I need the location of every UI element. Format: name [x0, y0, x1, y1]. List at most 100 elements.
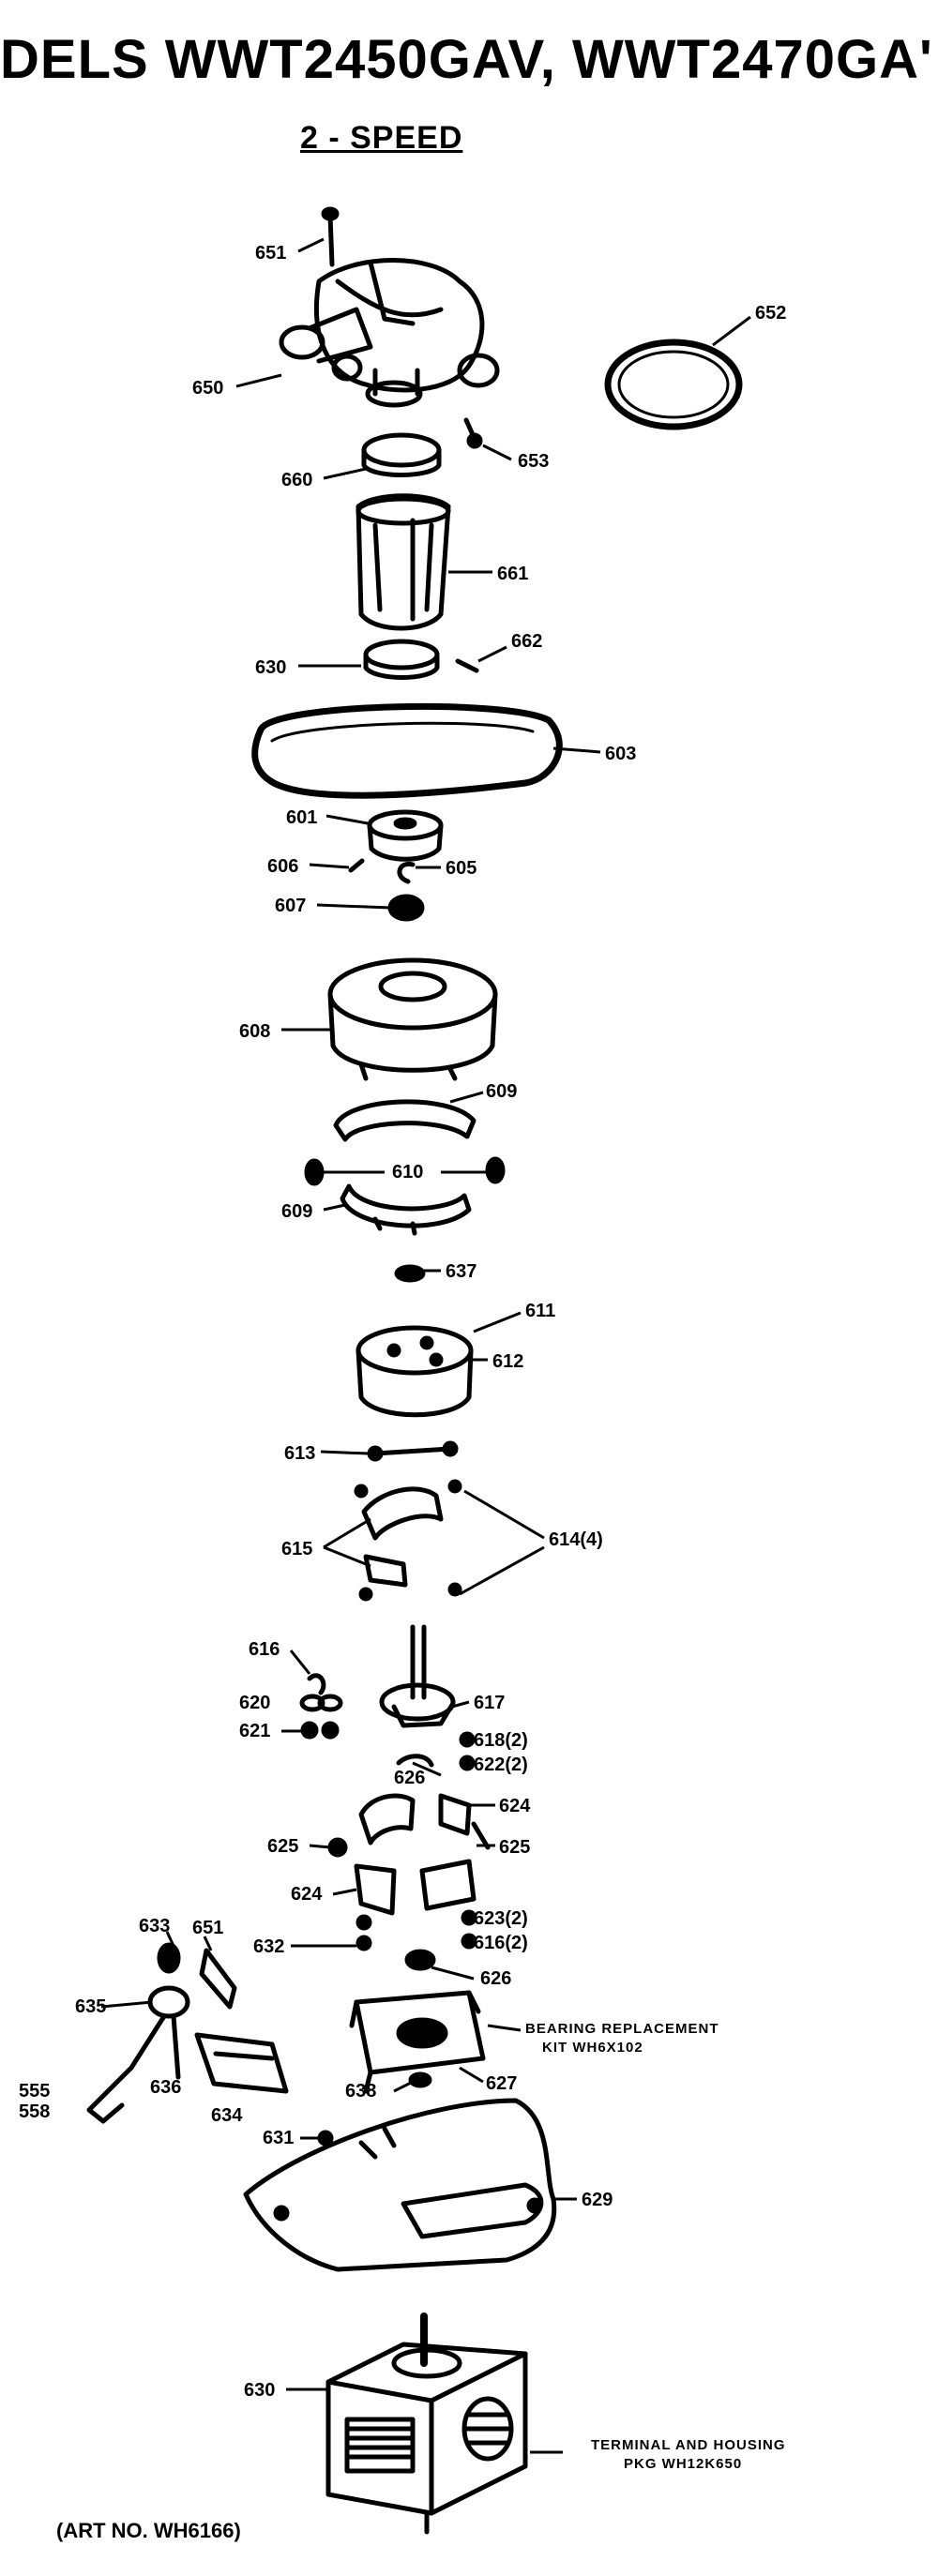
art-number: (ART NO. WH6166) [56, 2519, 241, 2542]
part-613-bracket [367, 1440, 459, 1462]
callout-624-right: 624 [499, 1796, 531, 1816]
part-switch [199, 1948, 237, 2010]
part-616-spring [307, 1673, 326, 1695]
part-617-shaft-gear [379, 1624, 456, 1728]
callout-608: 608 [239, 1021, 270, 1042]
note-bearing-line2: KIT WH6X102 [542, 2040, 643, 2056]
part-clamp-lower [363, 639, 440, 680]
note-terminal-line1: TERMINAL AND HOUSING [591, 2437, 786, 2453]
part-651-screw [321, 206, 340, 267]
callout-606: 606 [267, 856, 298, 877]
callout-607: 607 [275, 896, 306, 916]
callout-603: 603 [605, 744, 636, 764]
part-622-washer [459, 1755, 476, 1771]
callout-631: 631 [263, 2128, 294, 2148]
callout-610: 610 [392, 1162, 423, 1183]
callout-661: 661 [497, 564, 528, 584]
callout-620: 620 [239, 1693, 270, 1713]
part-620-clip [299, 1694, 343, 1712]
callout-609-lower: 609 [281, 1201, 312, 1222]
part-627-bearing-plate [349, 1990, 486, 2094]
callout-638: 638 [345, 2081, 376, 2101]
diagram-title: DELS WWT2450GAV, WWT2470GA' [0, 29, 933, 90]
callout-627: 627 [486, 2073, 517, 2094]
part-609-shoe-lower [340, 1183, 472, 1236]
callout-637: 637 [446, 1261, 477, 1282]
callout-635: 635 [75, 1996, 106, 2017]
part-650-pump [279, 258, 500, 408]
part-606-key [348, 858, 365, 873]
part-652-ring [604, 339, 743, 430]
part-626-nut [396, 1754, 434, 1768]
callout-623: 623(2) [474, 1908, 528, 1929]
callout-618: 618(2) [474, 1730, 528, 1751]
diagram-subtitle: 2 - SPEED [300, 120, 463, 156]
part-662-pin [455, 658, 479, 673]
part-609-shoe-upper [333, 1099, 477, 1142]
part-618-washer [459, 1731, 476, 1748]
part-belt [251, 702, 563, 799]
part-pulley [367, 809, 444, 862]
callout-612: 612 [492, 1351, 523, 1372]
part-608-drum [327, 957, 498, 1081]
callout-625-right: 625 [499, 1837, 530, 1858]
part-607-nut [387, 894, 425, 922]
callout-630-motor: 630 [244, 2380, 275, 2401]
callout-636: 636 [150, 2077, 181, 2098]
note-terminal-line2: PKG WH12K650 [624, 2456, 742, 2472]
callout-626: 626 [394, 1768, 425, 1788]
callout-613: 613 [284, 1443, 315, 1464]
callout-652: 652 [755, 303, 786, 324]
callout-621: 621 [239, 1721, 270, 1741]
part-632-washers [356, 1914, 372, 1951]
callout-615: 615 [281, 1539, 312, 1559]
part-631-screw [317, 2130, 334, 2147]
callout-650: 650 [192, 378, 223, 399]
part-630-motor [325, 2312, 528, 2535]
callout-611: 611 [525, 1301, 555, 1321]
callout-660: 660 [281, 470, 312, 490]
callout-605: 605 [446, 858, 477, 879]
part-624-shoe-lower [354, 1859, 477, 1916]
part-625-spring-right [471, 1821, 491, 1850]
callout-630-clamp: 630 [255, 657, 286, 678]
callout-609-upper: 609 [486, 1081, 517, 1102]
part-633-screw [157, 1942, 181, 1974]
part-637-washer [394, 1264, 426, 1283]
callout-629: 629 [582, 2190, 613, 2210]
part-625-spring-left [327, 1837, 348, 1858]
part-661-hose [356, 493, 451, 631]
part-629-base [243, 2098, 557, 2272]
callout-626-bearing: 626 [480, 1968, 511, 1989]
note-bearing-line1: BEARING REPLACEMENT [525, 2021, 719, 2037]
callout-555: 555 [19, 2081, 50, 2101]
part-605-clip [397, 861, 416, 884]
callout-634: 634 [211, 2105, 243, 2126]
callout-601: 601 [286, 807, 317, 828]
callout-622: 622(2) [474, 1755, 528, 1775]
callout-662: 662 [511, 631, 542, 652]
part-653-screw [463, 417, 483, 449]
callout-651: 651 [255, 243, 286, 264]
part-621-balls [300, 1721, 340, 1740]
part-638-clip [408, 2071, 432, 2088]
part-634-bracket [194, 2032, 289, 2094]
callout-624-left: 624 [291, 1884, 323, 1905]
callout-651-switch: 651 [192, 1918, 223, 1938]
callout-617: 617 [474, 1693, 505, 1713]
callout-633: 633 [139, 1916, 170, 1936]
callout-616-2: 616(2) [474, 1933, 528, 1953]
callout-632: 632 [253, 1936, 284, 1957]
callout-625-left: 625 [267, 1836, 298, 1857]
part-615-plate [354, 1479, 462, 1602]
part-626-bearing [404, 1949, 436, 1971]
part-610-spring-right [485, 1156, 506, 1184]
part-610-spring-left [304, 1158, 325, 1186]
part-624-shoe-upper [358, 1793, 472, 1845]
callout-653: 653 [518, 451, 549, 472]
callout-616: 616 [249, 1639, 280, 1660]
part-660-clamp-upper [361, 432, 442, 477]
leader-lines [100, 237, 751, 2454]
callout-614: 614(4) [549, 1529, 603, 1550]
